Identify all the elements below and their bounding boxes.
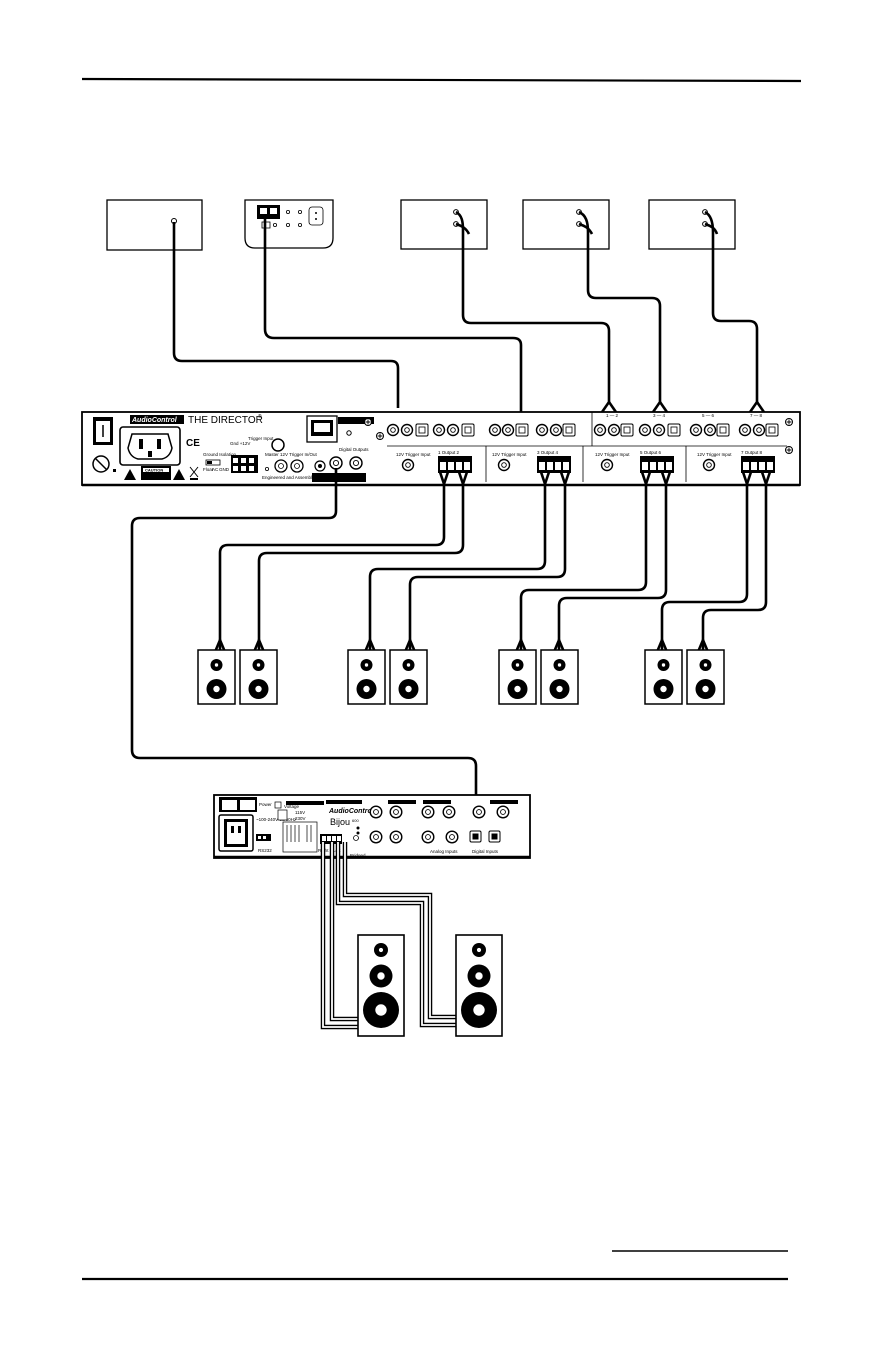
director-brand-bar [130, 415, 184, 424]
director-input-pair-2: 3 — 4 [653, 413, 666, 418]
bijou-voltage-option-0: 115V [295, 810, 305, 815]
director-model: THE DIRECTOR [188, 415, 263, 426]
director-model-mark: ® [258, 413, 262, 420]
zone-trigger-label-2: 12V Trigger Input [492, 452, 527, 457]
director-input-pair-3: 5 — 6 [702, 413, 715, 418]
zone-trigger-label-4: 12V Trigger Input [697, 452, 732, 457]
bijou-model-suffix: 600 [352, 818, 359, 823]
source-device-4 [522, 199, 610, 250]
zone-trigger-label-1: 12V Trigger Input [396, 452, 431, 457]
zone-speaker-terminal-3 [640, 456, 674, 473]
zone-speaker-terminal-2 [537, 456, 571, 473]
source-device-5 [648, 199, 736, 250]
source-device-3 [400, 199, 488, 250]
bijou-analog-inputs-label: Analog Inputs [430, 849, 458, 854]
zone-speakers [197, 649, 725, 705]
ground-option-2: GND [219, 467, 230, 472]
master-trigger-label: Master 12V Trigger In/Out [265, 452, 318, 457]
ground-isolation-switch[interactable] [205, 459, 221, 466]
zone-output-label-2: 3 Output 4 [537, 450, 559, 455]
zone-output-label-4: 7 Output 8 [741, 450, 763, 455]
source-device-1 [106, 199, 203, 251]
source-cables [172, 210, 768, 422]
bijou-power-label: Power [259, 802, 272, 807]
bijou-digital-inputs-label: Digital Inputs [472, 849, 499, 854]
trigger-led-icon [271, 438, 285, 452]
bijou-rs232-label: RS232 [258, 848, 272, 853]
zone-output-label-1: 1 Output 2 [438, 450, 460, 455]
bijou-model: Bijou [330, 817, 350, 827]
zone-output-label-3: 5 Output 6 [640, 450, 662, 455]
bijou-voltage-label: Voltage [284, 804, 300, 809]
trigger-input-label: Trigger Input [248, 436, 274, 441]
director-to-bijou-cable [130, 468, 478, 814]
engineered-label: Engineered and Assembled in USA [262, 475, 332, 480]
caution-label: CAUTION [145, 468, 163, 473]
director-brand: AudioControl [131, 417, 178, 424]
director-input-jacks: 1 — 2 3 — 4 5 — 6 7 — 8 [386, 413, 779, 437]
director-zone-outputs: 12V Trigger Input 1 Output 2 12V Trigger I… [396, 450, 775, 473]
digital-outputs-label: Digital Outputs [339, 447, 369, 452]
top-page-rule [81, 77, 802, 83]
bijou-brand: AudioControl [328, 808, 375, 815]
director-input-pair-4: 7 — 8 [750, 413, 763, 418]
ground-option-0: Float [203, 467, 214, 472]
director-input-pair-1: 1 — 2 [606, 413, 619, 418]
floorstanding-speakers [357, 934, 503, 1037]
zone-speaker-terminal-4 [741, 456, 775, 473]
zone-speaker-terminal-1 [438, 456, 472, 473]
bijou-amplifier: Power ~100-240V 50/60Hz RS232 Voltage 11… [213, 794, 531, 859]
ground-option-1: AC [212, 467, 219, 472]
bijou-mains-label: ~100-240V 50/60Hz [256, 817, 297, 822]
bijou-input-jacks [369, 805, 510, 844]
bijou-speaker-wires [320, 842, 456, 1030]
network-device [244, 199, 334, 249]
zone-trigger-label-3: 12V Trigger Input [595, 452, 630, 457]
svg-text:CE: CE [186, 438, 200, 449]
bijou-output-bridged: Bridged [350, 853, 366, 858]
ground-isolation-label: Ground Isolation [203, 452, 237, 457]
zone-speaker-wires [213, 471, 772, 653]
trigger-terminals-label: Gnd +12V [230, 441, 250, 446]
bijou-voltage-option-1: 230V [295, 816, 306, 821]
